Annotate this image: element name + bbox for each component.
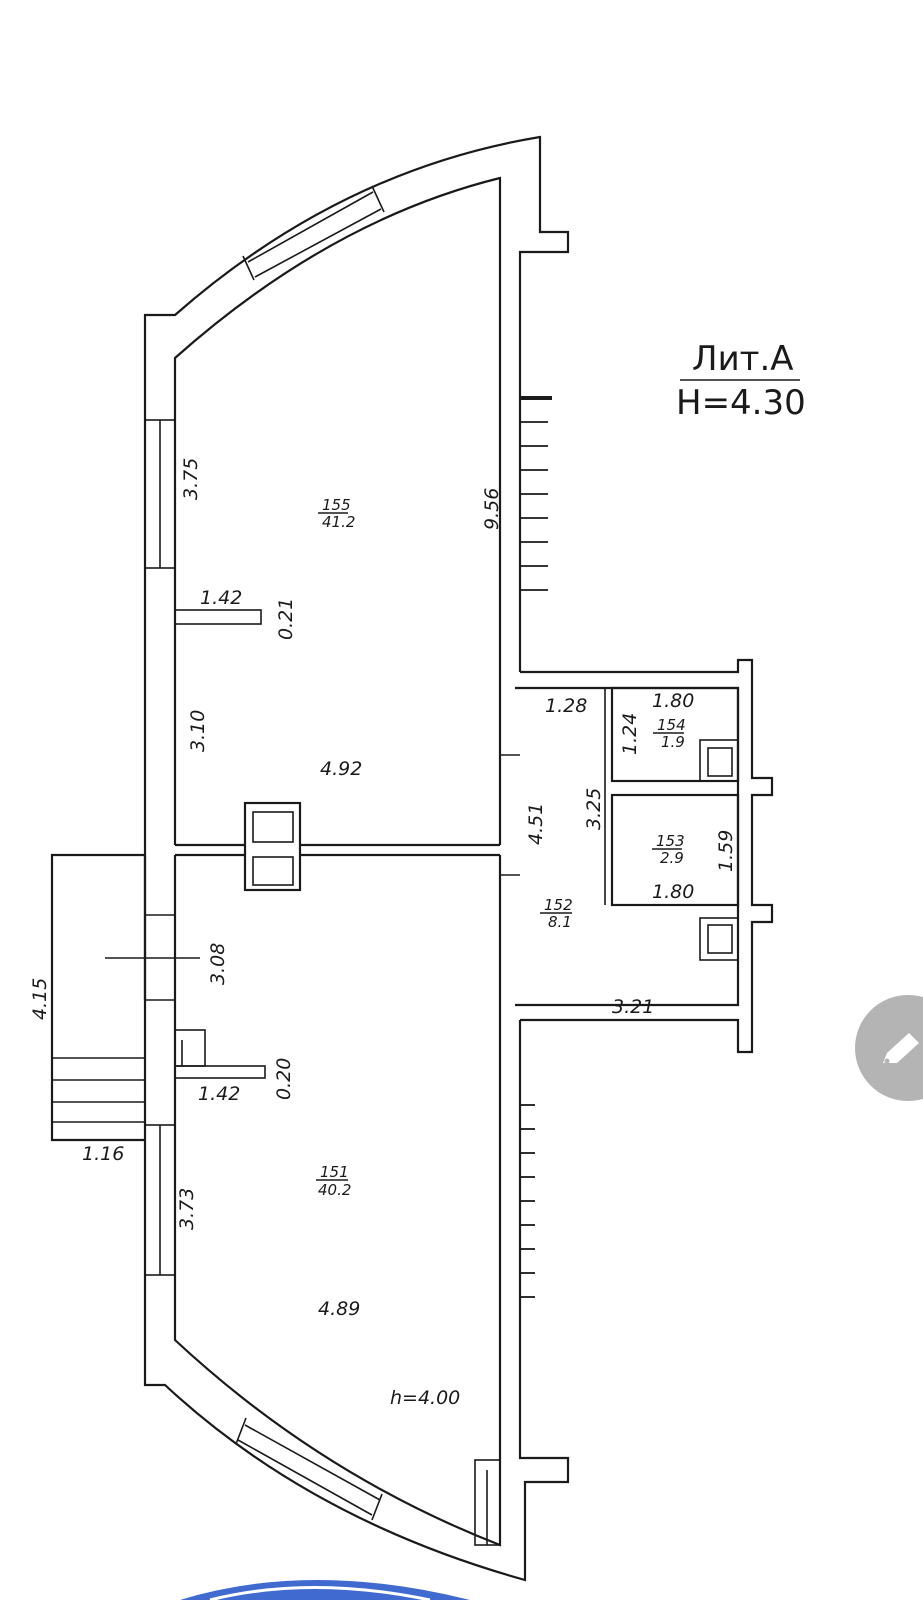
wall-inner-top	[173, 176, 502, 845]
dim-4-92: 4.92	[320, 758, 362, 780]
plan-title-line2: Н=4.30	[676, 383, 806, 423]
dim-1-42-upper: 1.42	[200, 587, 242, 609]
dim-3-08: 3.08	[207, 943, 229, 985]
svg-text:153: 153	[656, 832, 685, 850]
svg-text:155: 155	[322, 496, 351, 514]
dim-0-20: 0.20	[273, 1058, 295, 1100]
room-153-niche	[699, 917, 739, 961]
room-154-outline	[610, 686, 740, 783]
column-cell-top	[252, 811, 294, 843]
plan-title-line1: Лит.А	[692, 339, 794, 379]
glazing-hatch-lower	[520, 1104, 535, 1298]
partition-upper	[174, 609, 262, 625]
porch-outline	[50, 853, 145, 1142]
dim-1-59: 1.59	[715, 830, 737, 872]
dim-1-80-bottom: 1.80	[652, 881, 694, 903]
room-label-152: 152 8.1	[540, 896, 573, 931]
wall-inner-bottom	[173, 855, 502, 1547]
svg-text:8.1: 8.1	[548, 913, 572, 931]
column-outer	[243, 801, 302, 892]
pencil-icon	[883, 1033, 919, 1064]
dim-1-16: 1.16	[82, 1143, 124, 1165]
glazing-hatch-upper	[520, 396, 552, 591]
svg-text:1.9: 1.9	[661, 733, 685, 751]
dim-4-89: 4.89	[318, 1298, 360, 1320]
dim-1-42-lower: 1.42	[198, 1083, 240, 1105]
dim-1-24: 1.24	[619, 713, 641, 755]
stamp	[180, 1580, 470, 1600]
dim-4-51: 4.51	[525, 803, 547, 845]
wing-outer	[520, 658, 774, 1054]
window-top-arc	[242, 185, 385, 281]
dim-3-21: 3.21	[612, 996, 654, 1018]
dim-3-73: 3.73	[176, 1188, 198, 1230]
svg-text:2.9: 2.9	[660, 849, 684, 867]
svg-text:154: 154	[657, 716, 686, 734]
edit-button[interactable]	[855, 995, 923, 1101]
partition-lower	[174, 1065, 266, 1079]
partition-lower-box	[174, 1029, 206, 1067]
room-label-154: 154 1.9	[653, 716, 686, 751]
wall-outer-bottom	[143, 855, 570, 1582]
dim-1-28: 1.28	[545, 695, 587, 717]
dim-4-15: 4.15	[29, 978, 51, 1020]
svg-text:40.2: 40.2	[318, 1181, 351, 1199]
room-label-151: 151 40.2	[316, 1163, 351, 1199]
wall-outer-top	[143, 135, 570, 1000]
dim-9-56: 9.56	[481, 488, 503, 530]
wall-middle	[175, 843, 500, 857]
room-label-153: 153 2.9	[652, 832, 685, 867]
dim-3-10: 3.10	[187, 710, 209, 752]
plan-title: Лит.А Н=4.30	[676, 339, 806, 423]
window-bottom-arc	[235, 1417, 383, 1521]
dim-1-80-top: 1.80	[652, 690, 694, 712]
dim-0-21: 0.21	[275, 598, 297, 640]
dim-3-25: 3.25	[583, 788, 605, 830]
svg-text:41.2: 41.2	[322, 513, 355, 531]
dim-h-4-00: h=4.00	[390, 1387, 460, 1409]
room-154-niche-inner	[707, 747, 733, 777]
room-153-outline	[610, 793, 740, 907]
column-cell-bottom	[252, 856, 294, 886]
svg-text:152: 152	[544, 896, 573, 914]
svg-text:151: 151	[320, 1163, 349, 1181]
dim-3-75: 3.75	[180, 458, 202, 500]
room-label-155: 155 41.2	[318, 496, 355, 531]
room-154-niche	[699, 739, 739, 782]
room-153-niche-inner	[707, 924, 733, 954]
